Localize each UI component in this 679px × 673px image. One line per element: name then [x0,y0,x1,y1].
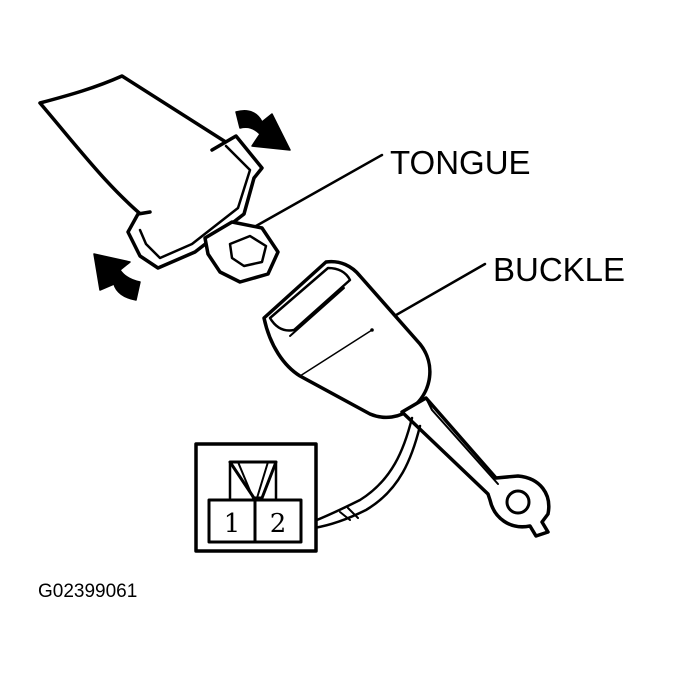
buckle-body [262,259,432,420]
buckle-anchor-strap [400,396,551,538]
wire-harness [310,416,422,530]
buckle-label: BUCKLE [493,251,626,288]
arrow-up-left-icon [93,253,141,301]
connector-pin-2 [253,498,303,544]
figure-id: G02399061 [38,581,138,602]
connector-pin-1-label: 1 [224,509,241,539]
connector-pin-2-label: 2 [270,509,287,539]
connector [194,442,318,553]
tongue-plate [126,134,280,284]
tongue-hole [228,234,268,268]
buckle-slot [268,266,352,332]
tongue-leader-line [254,153,384,228]
tongue-label: TONGUE [390,144,531,181]
anchor-bolt-hole [505,489,531,515]
arrow-down-right-icon [235,110,291,151]
